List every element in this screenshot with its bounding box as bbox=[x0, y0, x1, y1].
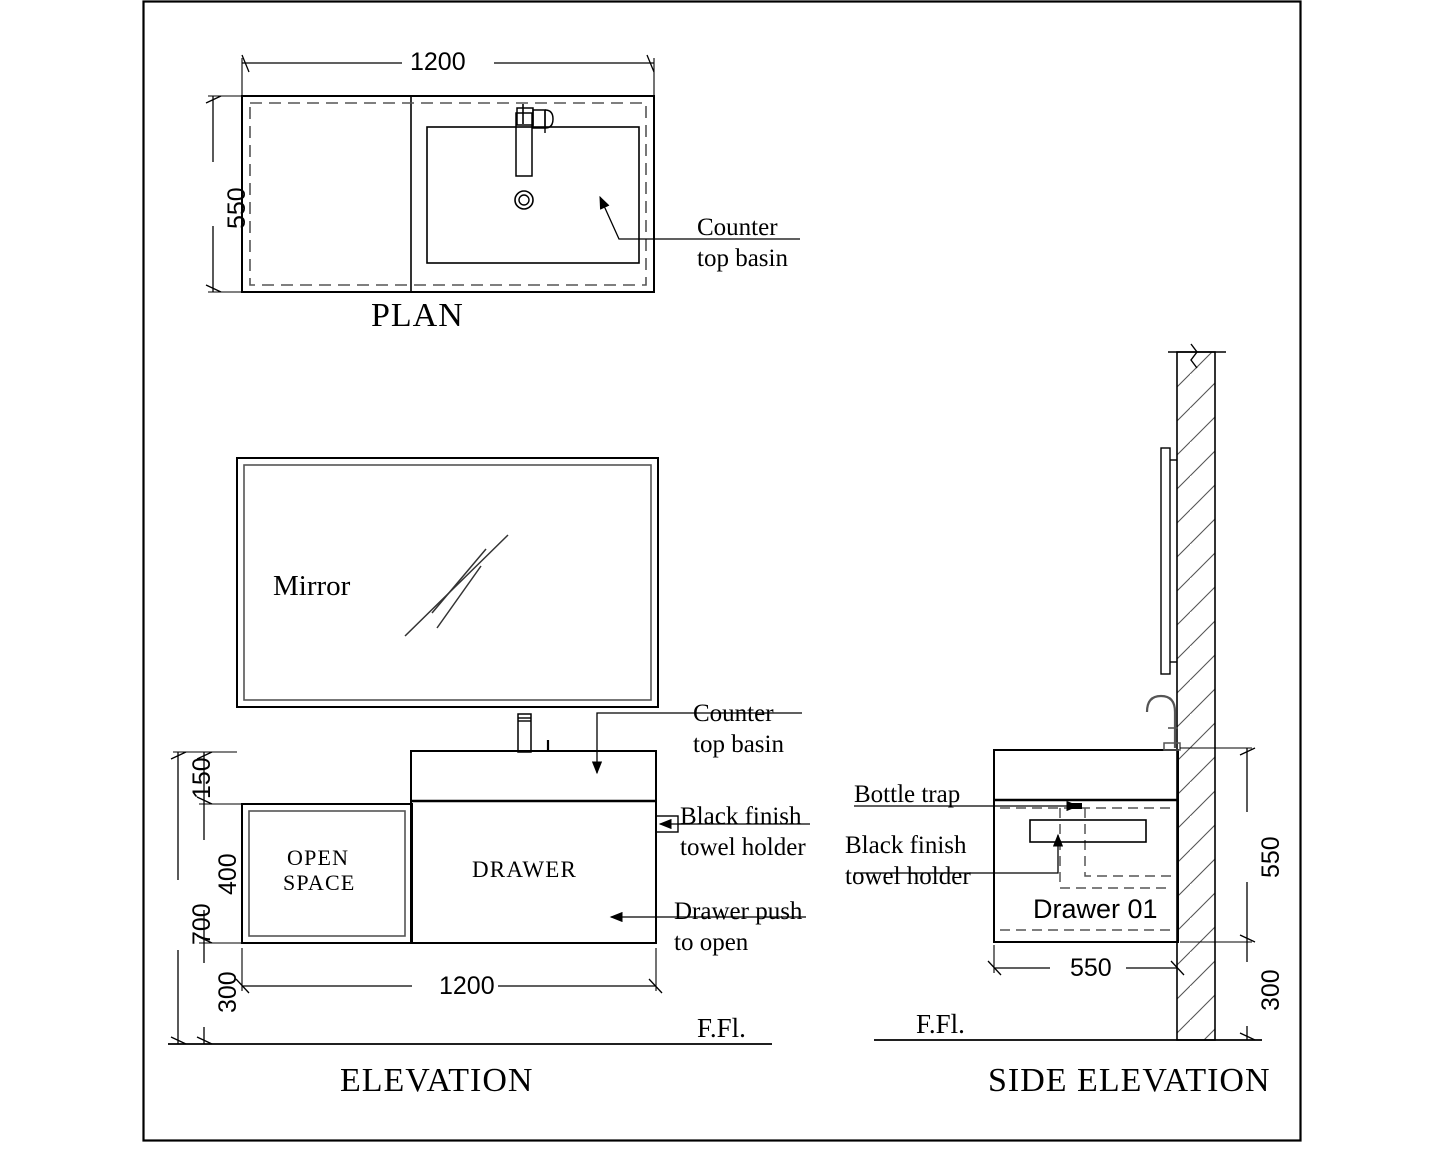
elevation-dim-700: 700 bbox=[188, 903, 216, 945]
elevation-view bbox=[166, 457, 810, 1045]
sheet-border bbox=[142, 0, 1302, 1142]
mirror-label: Mirror bbox=[273, 570, 351, 602]
plan-dim-width: 1200 bbox=[410, 48, 466, 76]
drawer-label: DRAWER bbox=[472, 857, 578, 882]
side-elevation-title: SIDE ELEVATION bbox=[988, 1062, 1271, 1099]
elevation-callout-drawer-line2: to open bbox=[674, 929, 749, 956]
side-elevation-view bbox=[854, 343, 1262, 1041]
plan-title: PLAN bbox=[371, 297, 464, 334]
plan-view bbox=[199, 50, 800, 293]
side-drawer-label: Drawer 01 bbox=[1033, 894, 1158, 924]
elevation-callout-towel-line2: towel holder bbox=[680, 834, 806, 861]
elevation-floor-label: F.Fl. bbox=[697, 1013, 746, 1043]
elevation-callout-drawer-line1: Drawer push bbox=[674, 898, 803, 925]
side-dim-300-vertical: 300 bbox=[1257, 969, 1285, 1011]
plan-callout-counter-basin-line2: top basin bbox=[697, 245, 788, 272]
side-dim-550-horizontal: 550 bbox=[1070, 954, 1112, 982]
side-callout-towel-line1: Black finish bbox=[845, 832, 967, 859]
side-callout-bottle-trap: Bottle trap bbox=[854, 781, 961, 808]
side-callout-towel-line2: towel holder bbox=[845, 863, 971, 890]
elevation-callout-counter-basin-line1: Counter bbox=[693, 700, 774, 727]
plan-dim-depth: 550 bbox=[223, 187, 251, 229]
side-dim-550-vertical: 550 bbox=[1257, 836, 1285, 878]
elevation-callout-counter-basin-line2: top basin bbox=[693, 731, 784, 758]
open-space-label-line2: SPACE bbox=[283, 870, 356, 895]
plan-callout-counter-basin-line1: Counter bbox=[697, 214, 778, 241]
elevation-dim-150: 150 bbox=[188, 757, 216, 799]
elevation-dim-300: 300 bbox=[214, 971, 242, 1013]
elevation-dim-1200: 1200 bbox=[439, 972, 495, 1000]
elevation-title: ELEVATION bbox=[340, 1062, 534, 1099]
elevation-callout-towel-line1: Black finish bbox=[680, 803, 802, 830]
side-floor-label: F.Fl. bbox=[916, 1009, 965, 1039]
elevation-dim-400: 400 bbox=[214, 853, 242, 895]
open-space-label-line1: OPEN bbox=[287, 845, 350, 870]
